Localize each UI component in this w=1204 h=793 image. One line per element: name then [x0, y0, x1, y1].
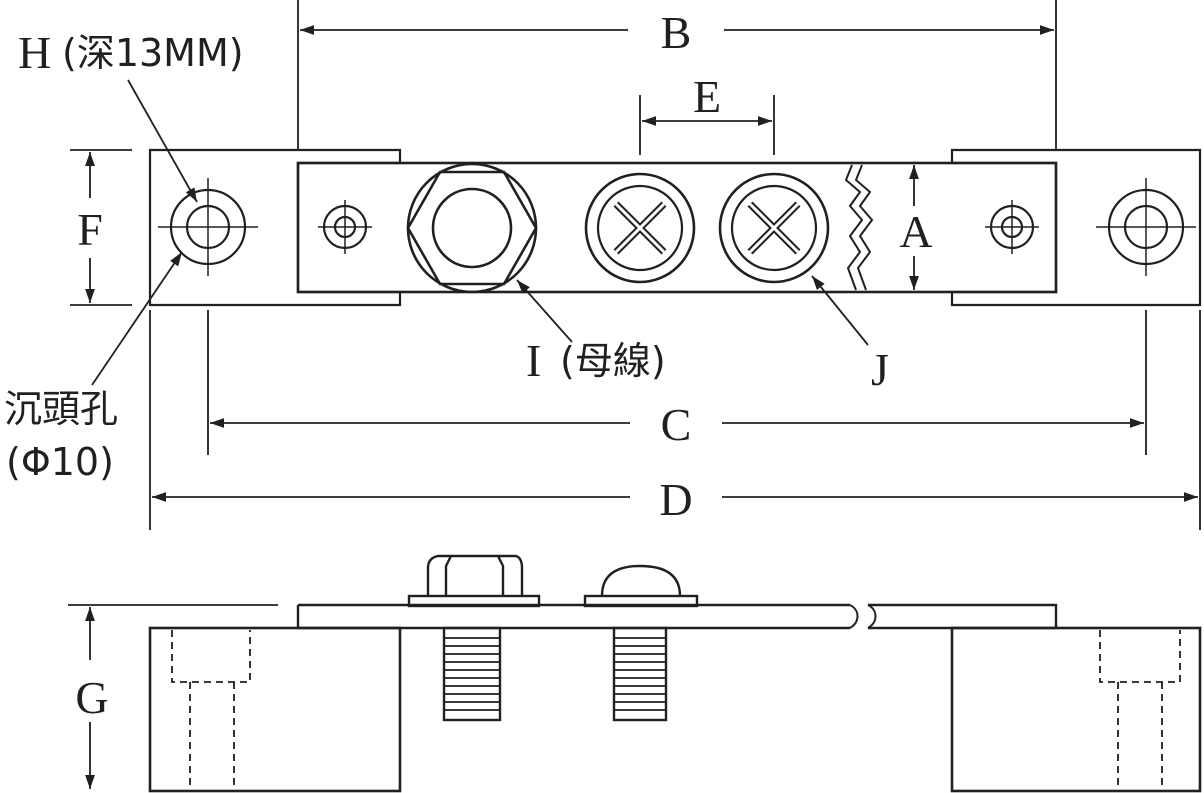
- leader-h: [127, 79, 198, 203]
- busbar-hole-left: [318, 200, 372, 254]
- countersink-hole-left: [158, 178, 258, 276]
- label-f: F: [77, 204, 103, 255]
- screw-terminal-2: [718, 172, 830, 284]
- screw-terminal-1: [584, 172, 696, 284]
- counterbore-left: [171, 630, 251, 791]
- label-i: I: [526, 335, 541, 386]
- label-g: G: [75, 672, 108, 723]
- break-line: [854, 164, 874, 291]
- break-line: [844, 164, 864, 291]
- countersink-hole-right: [1096, 178, 1196, 276]
- break-line-side: [867, 604, 877, 629]
- leader-j: [811, 275, 869, 346]
- dome-screw-side-icon: [583, 564, 699, 608]
- label-e: E: [693, 71, 721, 122]
- break-line-side: [849, 604, 859, 629]
- leader-i: [516, 279, 573, 343]
- label-b: B: [661, 7, 692, 58]
- label-h-note: (深13MM): [62, 31, 244, 75]
- threaded-stud-1: [442, 626, 502, 722]
- busbar-strip-top: [296, 161, 1058, 294]
- label-d: D: [659, 474, 692, 525]
- label-countersink-dia: (Φ10): [6, 440, 114, 484]
- counterbore-right: [1099, 630, 1181, 791]
- label-h: H: [18, 27, 51, 78]
- right-insulator-side: [950, 626, 1202, 793]
- label-i-note: (母線): [560, 339, 666, 383]
- busbar-strip-side: [868, 603, 1058, 630]
- threaded-stud-2: [612, 626, 668, 722]
- label-countersink-name: 沉頭孔: [4, 387, 118, 431]
- leader-countersink: [91, 251, 183, 386]
- label-j: J: [871, 344, 889, 395]
- hex-stud-icon: [406, 162, 538, 294]
- busbar-hole-right: [985, 200, 1039, 254]
- hex-nut-side-icon: [407, 554, 541, 608]
- left-insulator-side: [148, 626, 402, 793]
- busbar-strip-side: [296, 603, 850, 630]
- label-c: C: [661, 399, 692, 450]
- label-a: A: [899, 206, 932, 257]
